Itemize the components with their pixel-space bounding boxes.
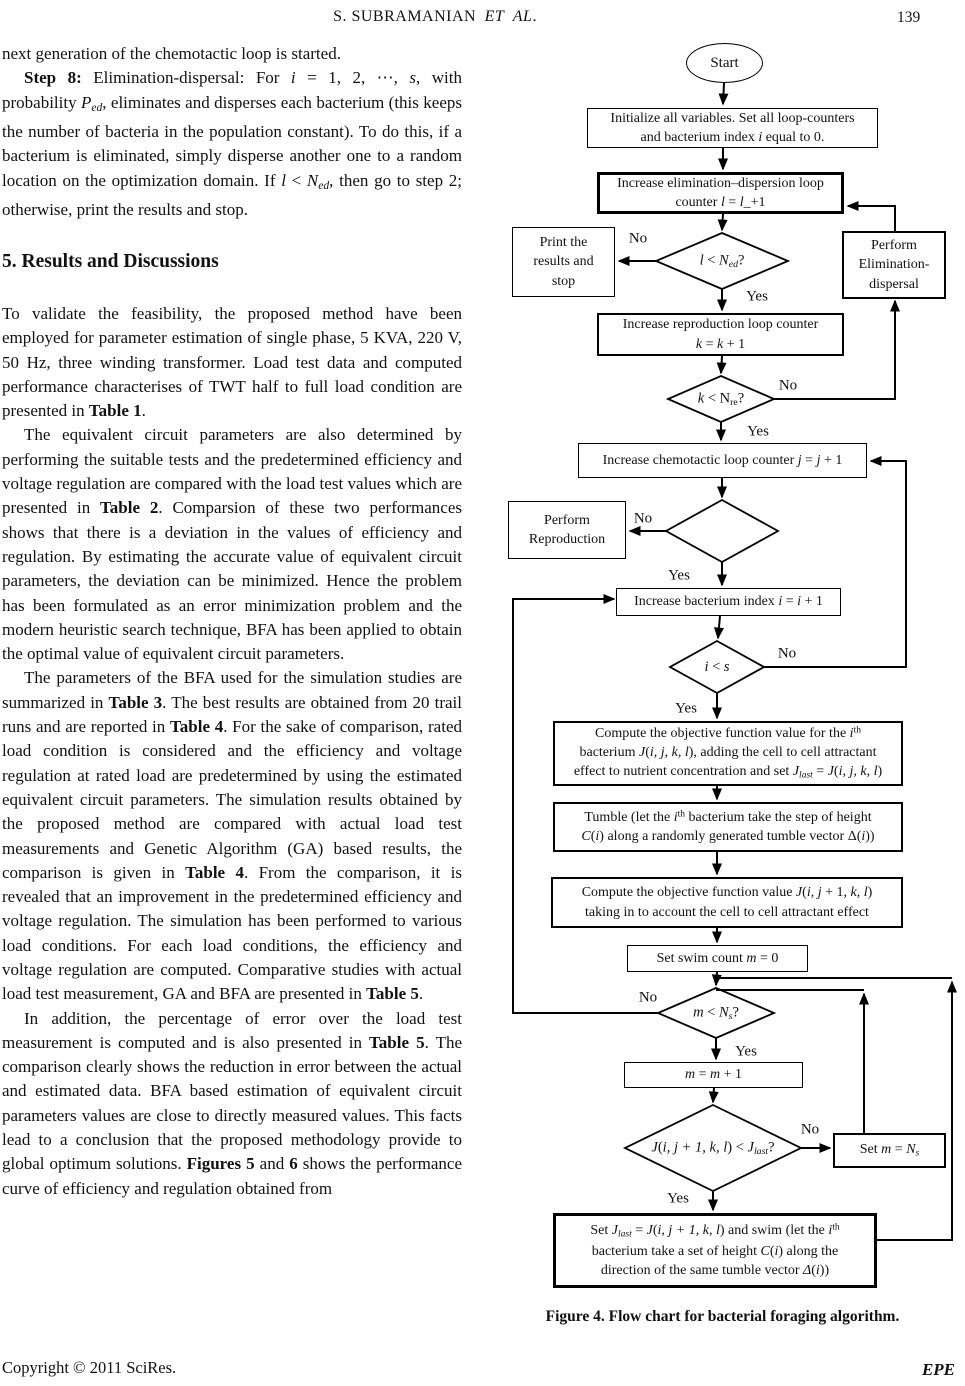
improvement-decision-label: J(i, j + 1, k, l) < Jlast? [651,1139,775,1158]
flowchart-connectors [512,82,957,1241]
yes-label-i-decision: Yes [675,700,697,717]
no-label-m-decision: No [638,989,658,1006]
m-decision-label: m < Ns? [693,1004,739,1023]
paragraph: In addition, the percentage of error ove… [2,1008,462,1198]
paragraph-step8: Step 8: Elimination-dispersal: For i = 1… [2,68,463,220]
swim-count-step: Set swim count m = 0 [627,945,808,972]
set-m-ns-step: Set m = Ns [833,1133,946,1168]
i-decision-label: i < s [704,659,730,675]
no-label-k-decision: No [778,377,798,394]
m-increment-step: m = m + 1 [624,1062,803,1088]
yes-label-l-decision: Yes [746,288,768,305]
no-label-j-decision: No [633,510,653,527]
paragraph: The equivalent circuit parameters are al… [2,425,462,664]
tumble-step: Tumble (let the ith bacterium take the s… [553,802,903,852]
yes-label-m-decision: Yes [735,1043,757,1060]
paragraph: To validate the feasibility, the propose… [2,303,462,421]
figure-caption: Figure 4. Flow chart for bacterial forag… [545,1308,900,1325]
yes-label-improvement-decision: Yes [667,1190,689,1207]
paragraph: next generation of the chemotactic loop … [2,44,341,63]
yes-label-j-decision: Yes [668,567,690,584]
l-decision-label: l < Ned? [699,252,745,271]
chemotactic-counter-step: Increase chemotactic loop counter j = j … [578,443,867,478]
initialize-step: Initialize all variables. Set all loop-c… [587,108,878,148]
page-number: 139 [897,9,921,26]
bacterium-index-step: Increase bacterium index i = i + 1 [616,588,841,616]
compute-objective-step: Compute the objective function value for… [553,721,903,786]
j-decision-diamond [664,498,780,564]
start-terminator: Start [686,43,763,83]
no-label-improvement-decision: No [800,1121,820,1138]
running-head: S. SUBRAMANIAN ET AL. [333,8,537,25]
copyright-notice: Copyright © 2011 SciRes. [2,1358,177,1377]
swim-action-step: Set Jlast = J(i, j + 1, k, l) and swim (… [553,1213,877,1288]
yes-label-k-decision: Yes [747,423,769,440]
k-decision-label: k < Nre? [697,390,745,409]
left-column: next generation of the chemotactic loop … [2,42,462,1201]
compute-objective2-step: Compute the objective function value J(i… [551,877,903,928]
journal-abbreviation: EPE [921,1360,955,1379]
flowchart-figure: Start Initialize all variables. Set all … [480,40,965,1340]
no-label-l-decision: No [628,230,648,247]
paragraph: The parameters of the BFA used for the s… [2,668,462,1004]
no-label-i-decision: No [777,645,797,662]
section-heading: 5. Results and Discussions [2,250,219,272]
